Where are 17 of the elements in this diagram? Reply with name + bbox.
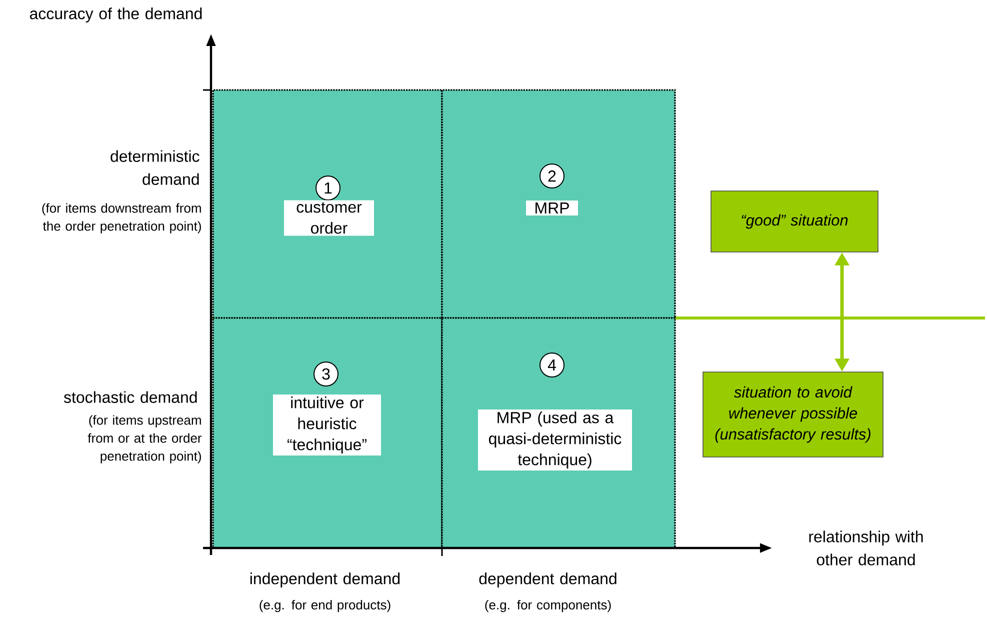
- column-note: (e.g. for components): [485, 600, 611, 612]
- text-box: intuitive or heuristic “technique”: [273, 394, 381, 456]
- hatched-quadrant: [212, 89, 443, 319]
- situation-box: “good” situation: [710, 190, 878, 252]
- axis-title: accuracy of the demand: [30, 8, 202, 22]
- text-box: MRP (used as a quasi-deterministic technique): [478, 410, 632, 470]
- row-label: deterministic demand: [110, 150, 200, 185]
- column-label: independent demand: [250, 572, 400, 588]
- column-label: dependent demand: [479, 572, 616, 588]
- axis-title: relationship with other demand: [809, 530, 923, 566]
- row-note: (for items upstream from or at the order penetration point): [88, 415, 202, 464]
- hatched-quadrant: [441, 89, 676, 319]
- row-label: stochastic demand: [64, 391, 197, 403]
- column-note: (e.g. for end products): [260, 600, 390, 612]
- situation-box: situation to avoid whenever possible (unsatisfactory results): [702, 372, 884, 458]
- row-note: (for items downstream from the order penetration point): [42, 203, 201, 234]
- text-box: MRP: [526, 200, 578, 216]
